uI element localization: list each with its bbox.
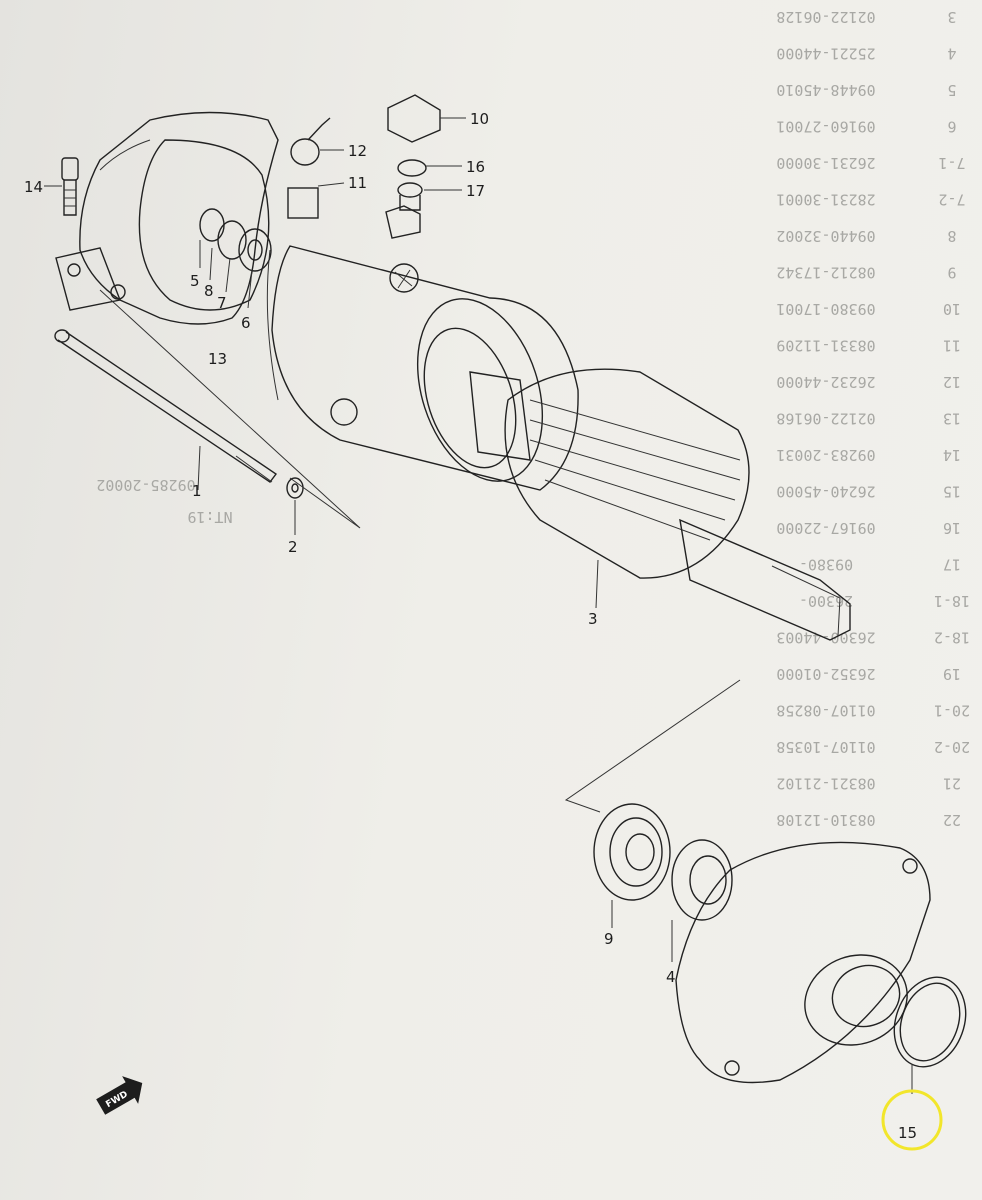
- bolt: [44, 157, 79, 216]
- ghost-index-number: 14: [943, 446, 961, 464]
- ghost-part-number: 28231-30001: [776, 191, 875, 209]
- ghost-index-number: 15: [943, 483, 961, 501]
- washer: [286, 477, 304, 535]
- ghost-part-number: 02122-06168: [776, 410, 875, 428]
- ghost-part-number: 09380-17001: [776, 300, 875, 318]
- ghost-part-number: 08310-12108: [776, 811, 875, 829]
- oil-seal: [671, 839, 733, 962]
- ghost-part-number: 08321-21102: [776, 775, 875, 793]
- ghost-index-number: 9: [947, 264, 956, 282]
- brush: [387, 94, 466, 143]
- ghost-index-number: 17: [943, 556, 961, 574]
- ghost-index-number: 4: [947, 45, 956, 63]
- ghost-part-number: 02122-06128: [776, 8, 875, 26]
- ghost-part-number: 26231-30000: [776, 154, 875, 172]
- callout-11: 11: [348, 174, 367, 192]
- callout-8: 8: [204, 282, 214, 300]
- ghost-index-number: 10: [943, 300, 961, 318]
- ghost-part-number: 26240-45000: [776, 483, 875, 501]
- bearing: [593, 803, 671, 928]
- ghost-part-number: 08331-11209: [776, 337, 875, 355]
- callout-9: 9: [604, 930, 614, 948]
- ghost-part-number: 09167-22000: [776, 519, 875, 537]
- bleed-through-text: 34567-17-289101112131415161718-118-21920…: [96, 8, 970, 829]
- ghost-part-number: 09440-32002: [776, 227, 875, 245]
- ghost-index-number: 8: [947, 227, 956, 245]
- rear-bracket: [55, 111, 279, 325]
- ghost-side-note: NT:19: [187, 508, 232, 526]
- callout-2: 2: [288, 538, 298, 556]
- brush-spring: [290, 117, 344, 166]
- callout-3: 3: [588, 610, 598, 628]
- ghost-index-number: 12: [943, 373, 961, 391]
- callout-15: 15: [898, 1124, 917, 1142]
- ghost-index-number: 21: [943, 775, 961, 793]
- ghost-part-number: 08212-17342: [776, 264, 875, 282]
- ghost-index-number: 13: [943, 410, 961, 428]
- callout-16: 16: [466, 158, 485, 176]
- callout-6: 6: [241, 314, 251, 332]
- ghost-index-number: 7-1: [938, 154, 965, 172]
- highlight-circle: [881, 1089, 943, 1151]
- ghost-part-number: 26352-01000: [776, 665, 875, 683]
- callout-1: 1: [192, 482, 202, 500]
- through-bolt: [54, 329, 278, 491]
- ghost-index-number: 6: [947, 118, 956, 136]
- callout-17: 17: [466, 182, 485, 200]
- ghost-index-number: 19: [943, 665, 961, 683]
- ghost-index-number: 5: [947, 81, 956, 99]
- callout-7: 7: [217, 294, 227, 312]
- ghost-part-number: 26300-: [799, 592, 853, 610]
- terminal-nut: [397, 159, 462, 211]
- callout-5: 5: [190, 272, 200, 290]
- ghost-part-number: 09283-20031: [776, 446, 875, 464]
- forward-arrow-icon: FWD: [96, 1076, 143, 1115]
- ghost-part-number: 09160-27001: [776, 118, 875, 136]
- ghost-part-number: 25221-44000: [776, 45, 875, 63]
- ghost-index-number: 20-1: [934, 702, 970, 720]
- callout-14: 14: [24, 178, 43, 196]
- ghost-index-number: 16: [943, 519, 961, 537]
- armature: [469, 368, 851, 641]
- washer-stack: [199, 208, 272, 309]
- ghost-part-number: 01107-10358: [776, 738, 875, 756]
- ghost-index-number: 7-2: [938, 191, 965, 209]
- ghost-index-number: 18-1: [934, 592, 970, 610]
- callout-4: 4: [666, 968, 676, 986]
- ghost-part-number: 09380-: [799, 556, 853, 574]
- callout-12: 12: [348, 142, 367, 160]
- brush-holder: [287, 182, 345, 219]
- ghost-part-number: 09448-45010: [776, 81, 875, 99]
- ghost-index-number: 11: [943, 337, 961, 355]
- front-housing: [675, 841, 931, 1084]
- ghost-part-number: 26232-44000: [776, 373, 875, 391]
- motor-yoke: [266, 205, 579, 491]
- ghost-index-number: 20-2: [934, 738, 970, 756]
- callout-13: 13: [208, 350, 227, 368]
- o-ring: [893, 976, 967, 1094]
- callout-10: 10: [470, 110, 489, 128]
- ghost-index-number: 18-2: [934, 629, 970, 647]
- ghost-part-number: 01107-08258: [776, 702, 875, 720]
- ghost-side-note: 09285-20002: [96, 476, 195, 494]
- ghost-index-number: 3: [947, 8, 956, 26]
- ghost-index-number: 22: [943, 811, 961, 829]
- ghost-part-number: 26300-44003: [776, 629, 875, 647]
